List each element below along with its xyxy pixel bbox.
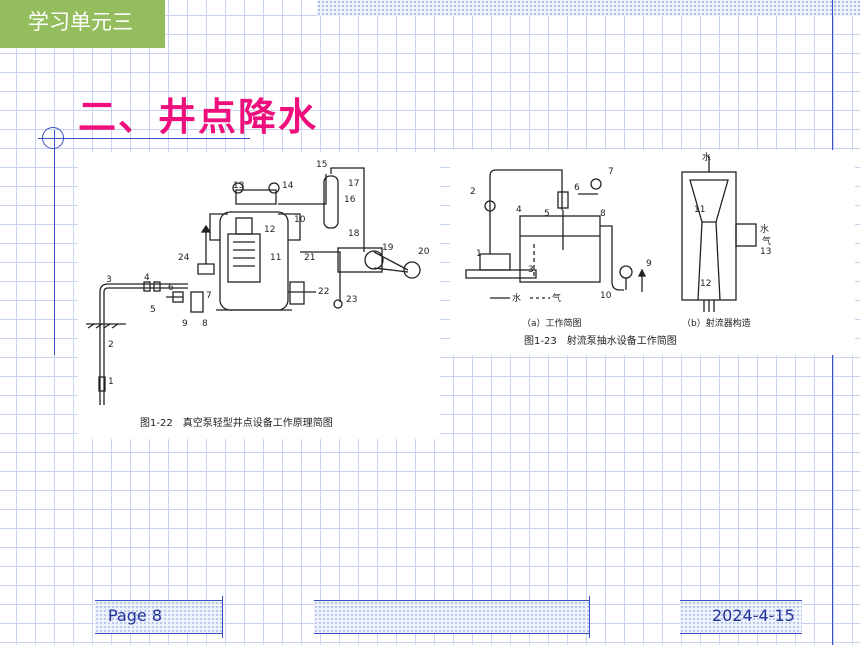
svg-text:9: 9 bbox=[646, 259, 652, 269]
footer-center-box bbox=[314, 600, 590, 634]
svg-text:18: 18 bbox=[348, 229, 360, 239]
svg-text:16: 16 bbox=[344, 195, 356, 205]
svg-text:11: 11 bbox=[694, 205, 705, 215]
circle-ornament bbox=[42, 127, 64, 149]
svg-text:6: 6 bbox=[574, 183, 580, 193]
jet-number-labels: 1 2 3 4 5 6 7 8 9 10 11 12 13 bbox=[470, 167, 771, 301]
svg-text:12: 12 bbox=[264, 225, 275, 235]
svg-text:3: 3 bbox=[106, 275, 112, 285]
svg-text:1: 1 bbox=[476, 249, 482, 259]
slide-date: 2024-4-15 bbox=[712, 606, 795, 625]
page-number: Page 8 bbox=[108, 606, 162, 625]
svg-text:水: 水 bbox=[702, 151, 711, 163]
diagram-number-labels: 1 2 3 4 5 6 7 8 9 10 11 12 13 14 15 16 1… bbox=[106, 160, 430, 387]
svg-text:气: 气 bbox=[762, 235, 771, 247]
svg-text:20: 20 bbox=[418, 247, 430, 257]
title-underline bbox=[38, 138, 250, 139]
svg-text:7: 7 bbox=[608, 167, 614, 177]
svg-text:8: 8 bbox=[600, 209, 606, 219]
svg-text:23: 23 bbox=[346, 295, 357, 305]
svg-text:1: 1 bbox=[108, 377, 114, 387]
jet-pump-diagram: 1 2 3 4 5 6 7 8 9 10 11 12 13 水 气 水 水 气 … bbox=[465, 151, 771, 347]
svg-text:9: 9 bbox=[182, 319, 188, 329]
svg-text:水: 水 bbox=[512, 292, 521, 304]
svg-text:5: 5 bbox=[544, 209, 550, 219]
svg-text:7: 7 bbox=[206, 291, 212, 301]
svg-text:14: 14 bbox=[282, 181, 294, 191]
svg-text:2: 2 bbox=[470, 187, 476, 197]
svg-text:10: 10 bbox=[600, 291, 612, 301]
figure-jet-pump: 1 2 3 4 5 6 7 8 9 10 11 12 13 水 气 水 水 气 … bbox=[450, 150, 855, 355]
svg-text:19: 19 bbox=[382, 243, 394, 253]
svg-text:24: 24 bbox=[178, 253, 190, 263]
svg-text:2: 2 bbox=[108, 340, 114, 350]
unit-label: 学习单元三 bbox=[0, 0, 165, 48]
left-vertical-rule bbox=[54, 130, 55, 355]
svg-text:4: 4 bbox=[144, 273, 150, 283]
svg-text:21: 21 bbox=[304, 253, 315, 263]
footer-divider-2 bbox=[589, 596, 590, 638]
flow-legend: 水 气 水 水 气 bbox=[512, 151, 771, 304]
footer-divider-1 bbox=[222, 596, 223, 638]
sub-caption-b: （b）射流器构造 bbox=[682, 317, 751, 329]
svg-text:13: 13 bbox=[760, 247, 771, 257]
svg-text:13: 13 bbox=[233, 181, 244, 191]
svg-text:10: 10 bbox=[294, 215, 306, 225]
svg-text:17: 17 bbox=[348, 179, 359, 189]
figure-vacuum-pump-wellpoint: 1 2 3 4 5 6 7 8 9 10 11 12 13 14 15 16 1… bbox=[78, 152, 440, 439]
footer-date-box bbox=[680, 600, 802, 634]
svg-text:4: 4 bbox=[516, 205, 522, 215]
svg-text:12: 12 bbox=[700, 279, 711, 289]
svg-text:11: 11 bbox=[270, 253, 281, 263]
svg-text:3: 3 bbox=[528, 265, 534, 275]
header-band bbox=[317, 0, 860, 16]
svg-text:22: 22 bbox=[318, 287, 329, 297]
svg-text:气: 气 bbox=[552, 292, 561, 304]
wellpoint-diagram: 1 2 3 4 5 6 7 8 9 10 11 12 13 14 15 16 1… bbox=[86, 160, 430, 429]
figure-caption-1-22: 图1-22 真空泵轻型井点设备工作原理简图 bbox=[140, 416, 333, 429]
svg-text:8: 8 bbox=[202, 319, 208, 329]
svg-text:5: 5 bbox=[150, 305, 156, 315]
svg-text:水: 水 bbox=[760, 223, 769, 235]
slide-title: 二、井点降水 bbox=[78, 95, 319, 139]
figure-caption-1-23: 图1-23 射流泵抽水设备工作简图 bbox=[524, 334, 677, 347]
svg-text:15: 15 bbox=[316, 160, 327, 170]
sub-caption-a: （a）工作简图 bbox=[522, 317, 582, 329]
svg-text:6: 6 bbox=[168, 283, 174, 293]
footer-page-box bbox=[95, 600, 223, 634]
